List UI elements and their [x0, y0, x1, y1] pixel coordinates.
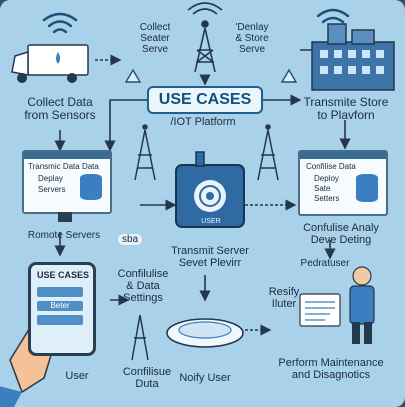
factory-building-icon: [311, 23, 395, 91]
phone-button[interactable]: Beter: [37, 301, 83, 311]
label-remote-servers: Romote Servers: [27, 230, 101, 241]
right-monitor-item: Sate: [314, 184, 331, 193]
arrow-title-left: [104, 99, 152, 152]
label-confilise-analy: Confulise Analy Deve Deting: [303, 222, 379, 246]
label-perform-maintenance: Perform Maintenance and Disagnotics: [278, 357, 384, 381]
alert-triangle-icons: [124, 68, 298, 83]
engineer-person-icon: [299, 266, 375, 344]
wifi-icon-top-right: [316, 8, 350, 24]
right-monitor-title: Confilise Data: [306, 162, 356, 171]
label-pedraduser: Pedratuser: [300, 258, 350, 269]
flow-arrows: [54, 44, 351, 336]
broadcast-tower-icon: [187, 2, 223, 73]
database-icon: [80, 174, 102, 200]
left-monitor-item: Deplay: [38, 174, 63, 183]
left-monitor-title: Transmic Data Data: [28, 162, 99, 171]
phone-button[interactable]: [37, 287, 83, 297]
label-confilise-duta: Confilisue Duta: [122, 366, 172, 390]
label-transmit-server: Transmit Server Sevet Plevirr: [171, 245, 249, 269]
radio-tower-right: [257, 124, 279, 181]
right-monitor-panel: Confilise Data Deploy Sate Setters: [298, 150, 388, 216]
label-collect-seater: Collect Seater Serve: [139, 22, 171, 55]
label-resify: Resify Iluter: [268, 286, 300, 310]
left-monitor-item: Servers: [38, 185, 66, 194]
left-monitor-header: [24, 152, 110, 159]
monitor-stand: [58, 212, 72, 222]
right-monitor-item: Setters: [314, 194, 340, 203]
sensor-dish-icon: [166, 318, 244, 348]
radio-tower-bottom: [131, 314, 149, 361]
platform-subtitle: /IOT Platform: [170, 116, 236, 128]
label-transmite-store: Transmite Store to Plavforn: [303, 95, 389, 122]
label-denlay-store: 'Denlay & Store Serve: [235, 22, 269, 55]
smartphone: USE CASES Beter: [28, 262, 96, 356]
right-monitor-item: Deploy: [314, 174, 339, 183]
right-monitor-header: [300, 152, 386, 159]
label-user: User: [65, 370, 89, 382]
label-sbc: sba: [118, 234, 142, 245]
radio-tower-left: [134, 124, 156, 181]
iot-gateway-device: [175, 151, 245, 228]
phone-button[interactable]: [37, 315, 83, 325]
label-noify-user: Noify User: [179, 372, 231, 384]
left-monitor-panel: Transmic Data Data Deplay Servers: [22, 150, 112, 214]
use-cases-title: USE CASES: [147, 86, 263, 114]
label-collect-data: Collect Data from Sensors: [24, 95, 96, 122]
gateway-user-badge: USER: [201, 218, 221, 225]
database-icon: [356, 174, 378, 202]
phone-title: USE CASES: [37, 270, 90, 280]
wifi-icon-top-left: [42, 12, 78, 34]
delivery-truck-icon: [11, 44, 89, 83]
label-confilise-data-settings: Confilulise & Data Settings: [117, 268, 169, 304]
